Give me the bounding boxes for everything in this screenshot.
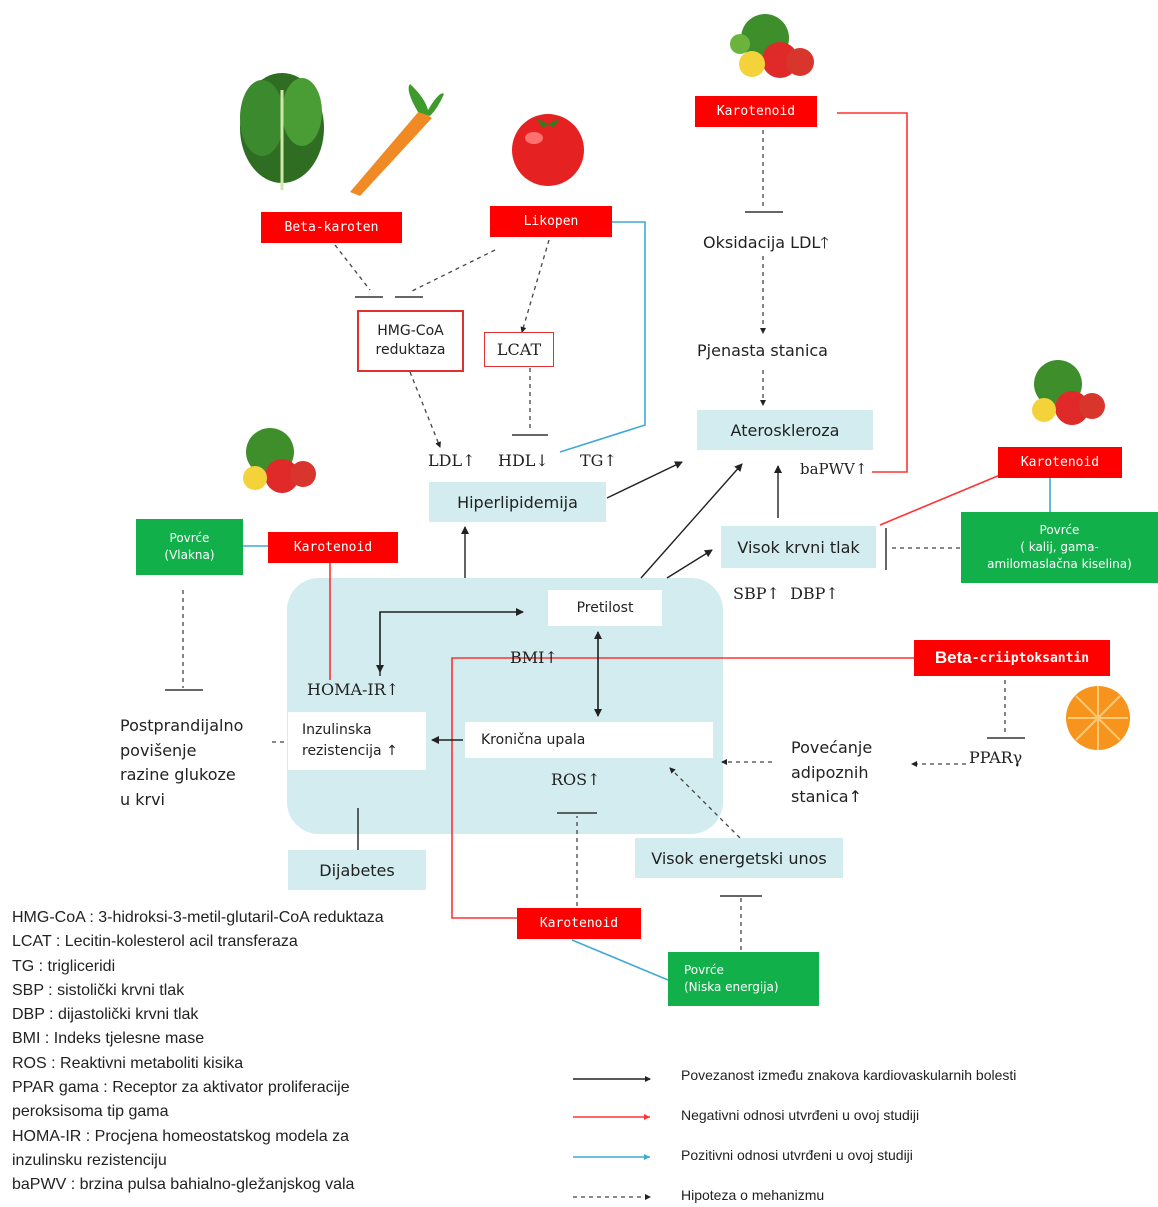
povrce-niska-box: Povrće (Niska energija) <box>668 952 819 1006</box>
tomato-icon <box>512 114 584 186</box>
karotenoid-left-box: Karotenoid <box>268 532 398 563</box>
arrow-obesity-bp <box>666 549 713 579</box>
lcat-label: LCAT <box>496 340 542 359</box>
dash-likopen-hmg <box>409 249 496 293</box>
key-dashed-label: Hipoteza o mehanizmu <box>681 1187 825 1203</box>
hmg-coa-box: HMG-CoA reduktaza <box>357 310 464 372</box>
abbreviation-item: SBP : sistolički krvni tlak <box>12 981 185 999</box>
beta-karoten-label: Beta-karoten <box>284 220 379 235</box>
metabolic-region <box>287 578 723 834</box>
pretilost-box: Pretilost <box>548 590 662 626</box>
key-solid-label: Povezanost između znakova kardiovaskular… <box>681 1067 1017 1083</box>
ldl-label: LDL↑ <box>428 451 476 470</box>
hdl-label: HDL↓ <box>498 451 549 470</box>
abbreviation-item: inzulinsku rezistenciju <box>12 1151 167 1169</box>
arrow-up-icon: 🡑 <box>820 233 829 252</box>
orange-icon <box>1066 686 1130 750</box>
abbreviation-item: BMI : Indeks tjelesne mase <box>12 1030 205 1048</box>
sbp-dbp-label: SBP↑ DBP↑ <box>733 584 839 603</box>
karotenoid-top-box: Karotenoid <box>695 96 817 127</box>
likopen-label: Likopen <box>523 214 579 229</box>
vegetable-basket-icon <box>243 428 316 493</box>
key-negative-label: Negativni odnosi utvrđeni u ovoj studiji <box>681 1107 920 1123</box>
lettuce-icon <box>240 73 324 190</box>
beta-criptoksantin-box: Beta-criiptoksantin <box>914 640 1110 676</box>
povecanje-label: Povećanje adipoznih stanica↑ <box>791 738 873 806</box>
oksidacija-label: Oksidacija LDL🡑 <box>703 232 829 259</box>
visok-energetski-label: Visok energetski unos <box>651 848 827 868</box>
dash-likopen-lcat <box>520 239 550 333</box>
beta-karoten-box: Beta-karoten <box>261 212 402 243</box>
dash-hmg-ldl <box>409 371 441 448</box>
bmi-label: BMI↑ <box>510 648 558 667</box>
abbreviation-item: DBP : dijastolički krvni tlak <box>12 1006 199 1024</box>
blue-line-karotenoid-povrce-niska <box>571 939 669 981</box>
ros-label: ROS↑ <box>551 770 601 789</box>
abbreviation-item: TG : trigliceridi <box>12 957 116 975</box>
abbreviation-list: HMG-CoA : 3-hidroksi-3-metil-glutaril-Co… <box>12 906 384 1198</box>
povrce-vlakna-label: Povrće (Vlakna) <box>164 531 215 562</box>
karotenoid-right-label: Karotenoid <box>1020 455 1100 470</box>
red-line-karotenoid-bp <box>879 474 1001 526</box>
vegetable-basket-icon <box>1032 360 1105 425</box>
karotenoid-bottom-label: Karotenoid <box>539 916 619 931</box>
dash-energetski-upala <box>669 767 741 839</box>
abbreviation-item: baPWV : brzina pulsa bahialno-gležanjsko… <box>12 1176 355 1194</box>
arrow-hiper-ather <box>606 461 683 499</box>
ateroskleroza-label: Ateroskleroza <box>730 420 840 440</box>
povrce-niska-label: Povrće (Niska energija) <box>684 963 779 994</box>
likopen-box: Likopen <box>490 206 612 237</box>
povrce-kalij-box: Povrće ( kalij, gama- amilomaslačna kise… <box>961 512 1158 583</box>
pretilost-label: Pretilost <box>576 600 634 616</box>
karotenoid-right-box: Karotenoid <box>998 447 1122 478</box>
abbreviation-item: peroksisoma tip gama <box>12 1103 169 1121</box>
hmg-coa-label: HMG-CoA reduktaza <box>375 323 446 358</box>
red-line-karotenoid-bmi <box>451 657 917 919</box>
povrce-vlakna-box: Povrće (Vlakna) <box>136 519 243 575</box>
visok-krvni-tlak-label: Visok krvni tlak <box>737 537 860 557</box>
karotenoid-bottom-box: Karotenoid <box>517 908 641 939</box>
abbreviation-item: LCAT : Lecitin-kolesterol acil transfera… <box>12 933 298 951</box>
inzulinska-box: Inzulinska rezistencija ↑ <box>288 712 426 770</box>
karotenoid-left-label: Karotenoid <box>293 540 373 555</box>
red-line-karotenoid-bapwv <box>837 112 908 473</box>
oksidacija-text: Oksidacija LDL <box>703 233 821 252</box>
arrow-obesity-ather <box>640 463 743 579</box>
karotenoid-top-label: Karotenoid <box>716 104 796 119</box>
lcat-box: LCAT <box>484 332 554 367</box>
ppar-label: PPARγ <box>969 748 1023 767</box>
dash-beta-hmg <box>334 244 371 291</box>
abbreviation-item: PPAR gama : Receptor za aktivator prolif… <box>12 1079 350 1097</box>
pjenasta-label: Pjenasta stanica <box>697 341 828 360</box>
beta-suffix-label: -criiptoksantin <box>971 650 1090 666</box>
legend-arrow-blue-head <box>644 1154 650 1160</box>
carrot-icon <box>350 84 444 196</box>
ateroskleroza-box: Ateroskleroza <box>697 410 873 450</box>
dijabetes-label: Dijabetes <box>319 860 395 880</box>
tg-label: TG↑ <box>580 451 617 470</box>
abbreviation-item: HMG-CoA : 3-hidroksi-3-metil-glutaril-Co… <box>12 909 384 926</box>
hiperlipidemija-label: Hiperlipidemija <box>457 492 578 512</box>
homa-ir-label: HOMA-IR↑ <box>307 680 400 699</box>
abbreviation-item: ROS : Reaktivni metaboliti kisika <box>12 1054 244 1072</box>
blue-line-likopen-hdl <box>559 221 646 453</box>
bapwv-label: baPWV↑ <box>800 460 868 478</box>
dijabetes-box: Dijabetes <box>288 850 426 890</box>
visok-krvni-tlak-box: Visok krvni tlak <box>721 526 876 568</box>
visok-energetski-box: Visok energetski unos <box>635 838 843 878</box>
vegetable-basket-icon <box>730 14 814 78</box>
key-positive-label: Pozitivni odnosi utvrđeni u ovoj studiji <box>681 1147 913 1163</box>
postprandijalno-label: Postprandijalno povišenje razine glukoze… <box>120 716 244 809</box>
beta-prefix-label: Beta <box>934 648 972 667</box>
hiperlipidemija-box: Hiperlipidemija <box>429 482 606 522</box>
inzulinska-label: Inzulinska rezistencija ↑ <box>302 722 398 759</box>
legend-arrow-red-head <box>644 1114 650 1120</box>
kronicna-upala-label: Kronična upala <box>481 732 586 748</box>
povrce-kalij-label: Povrće ( kalij, gama- amilomaslačna kise… <box>987 523 1132 571</box>
abbreviation-item: HOMA-IR : Procjena homeostatskog modela … <box>12 1127 350 1145</box>
kronicna-upala-box: Kronična upala <box>465 722 713 758</box>
